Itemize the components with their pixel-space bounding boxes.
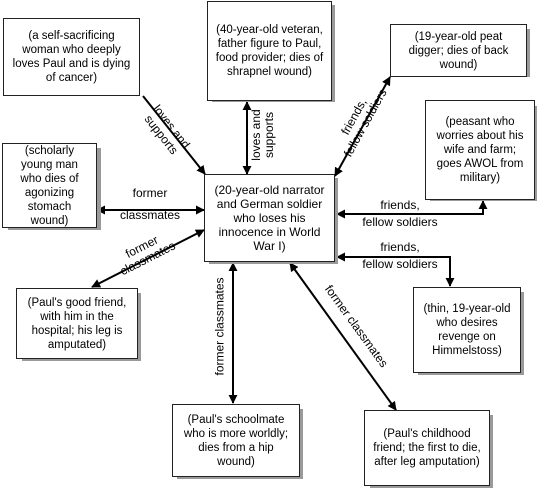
- arrow-albert: [91, 229, 205, 288]
- relation-label-line: friends,: [380, 240, 420, 254]
- relation-label-mueller: former classmates: [212, 267, 227, 387]
- character-box-kemmerich: (scholarly young man who dies of agonizi…: [2, 143, 97, 228]
- character-desc: (Paul's good friend, with him in the hos…: [27, 296, 127, 351]
- relation-label-kat: loves and supports: [249, 95, 276, 175]
- arrow-haie: [334, 76, 391, 177]
- relation-label-line: classmates: [119, 208, 181, 222]
- character-desc: (thin, 19-year-old who desires revenge o…: [423, 303, 511, 357]
- relation-label-detering: friends, fellow soldiers: [350, 199, 450, 229]
- relation-label-line: former: [132, 186, 168, 200]
- relation-label-line: friends,: [380, 198, 420, 212]
- relation-label-line: fellow soldiers: [362, 257, 438, 271]
- character-box-mother: (a self-sacrificing woman who deeply lov…: [3, 18, 140, 96]
- relation-label-line: fellow soldiers: [362, 215, 438, 229]
- arrow-leer: [289, 262, 397, 411]
- character-box-haie: (19-year-old peat digger; dies of back w…: [390, 24, 527, 77]
- center-desc: (20-year-old narrator and German soldier…: [214, 183, 325, 253]
- relation-label-line: former classmates: [212, 277, 227, 376]
- character-box-mueller: (Paul's schoolmate who is more worldly; …: [172, 404, 300, 477]
- character-desc: (scholarly young man who dies of agonizi…: [20, 144, 79, 227]
- character-desc: (a self-sacrificing woman who deeply lov…: [12, 30, 131, 84]
- character-desc: (Paul's childhood friend; the first to d…: [373, 428, 481, 468]
- character-desc: (19-year-old peat digger; dies of back w…: [408, 30, 509, 71]
- relation-label-tjaden: friends, fellow soldiers: [350, 241, 450, 271]
- character-box-tjaden: (thin, 19-year-old who desires revenge o…: [413, 287, 521, 373]
- relation-label-line: supports: [262, 111, 276, 159]
- center-box-paul: (20-year-old narrator and German soldier…: [204, 174, 335, 262]
- character-box-kat: (40-year-old veteran, father figure to P…: [207, 1, 332, 101]
- character-desc: (40-year-old veteran, father figure to P…: [215, 24, 324, 78]
- character-desc: (Paul's schoolmate who is more worldly; …: [183, 413, 289, 468]
- arrow-mother: [142, 95, 206, 175]
- character-box-leer: (Paul's childhood friend; the first to d…: [364, 410, 490, 486]
- arrow-detering: [336, 200, 488, 219]
- character-box-detering: (peasant who worries about his wife and …: [425, 100, 535, 200]
- relation-label-kemmerich: former classmates: [110, 187, 190, 222]
- character-box-albert: (Paul's good friend, with him in the hos…: [16, 288, 138, 359]
- character-desc: (peasant who worries about his wife and …: [436, 116, 524, 184]
- arrow-tjaden: [336, 252, 455, 287]
